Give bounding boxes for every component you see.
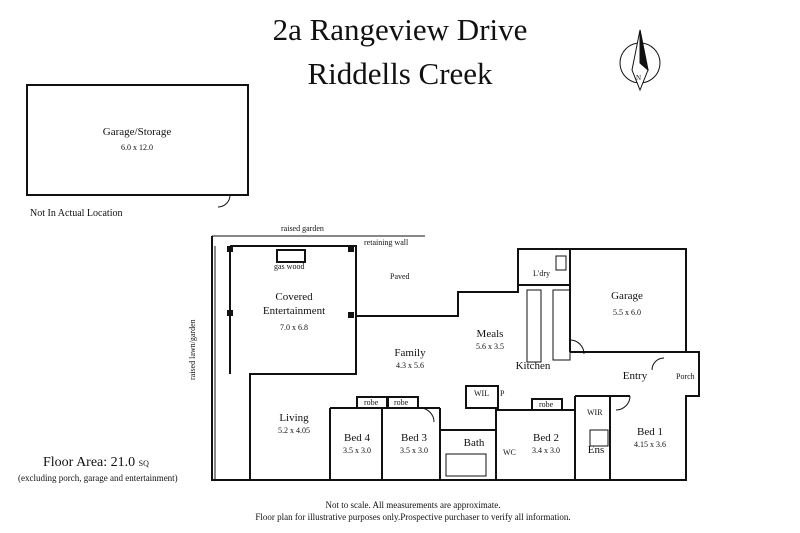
pantry-label: P	[500, 389, 505, 398]
wil-label: WIL	[474, 389, 490, 398]
wc-label: WC	[503, 448, 516, 457]
paved-label: Paved	[390, 272, 410, 281]
meals-label: Meals 5.6 x 3.5	[476, 328, 504, 351]
detached-garage-name: Garage/Storage	[102, 126, 172, 138]
disclaimer-line1: Not to scale. All measurements are appro…	[325, 500, 501, 510]
floor-area: Floor Area: 21.0 SQ	[43, 455, 149, 470]
bed2-label: Bed 2 3.4 x 3.0	[532, 432, 560, 455]
robe-bed3-label: robe	[394, 398, 409, 407]
detached-garage-label: Garage/Storage 6.0 x 12.0	[103, 126, 171, 153]
covered-entertainment-label: Covered Entertainment 7.0 x 6.8	[262, 291, 326, 332]
raised-garden-label: raised garden	[281, 224, 324, 233]
bed4-label: Bed 4 3.5 x 3.0	[343, 432, 371, 455]
garage-label: Garage 5.5 x 6.0	[611, 290, 643, 317]
robe-bed4-label: robe	[364, 398, 379, 407]
ensuite-label: Ens	[587, 444, 605, 456]
detached-garage-dim: 6.0 x 12.0	[120, 142, 153, 152]
bed1-label: Bed 1 4.15 x 3.6	[634, 426, 666, 449]
title-address: 2a Rangeview Drive	[272, 12, 528, 47]
raised-lawn-label: raised lawn/garden	[188, 319, 197, 380]
kitchen-label: Kitchen	[515, 360, 551, 372]
laundry-label: L'dry	[533, 269, 550, 278]
retaining-wall-label: retaining wall	[364, 238, 409, 247]
entry-label: Entry	[622, 370, 648, 382]
wir-label: WIR	[587, 408, 603, 417]
bath-label: Bath	[463, 437, 485, 449]
porch-label: Porch	[676, 372, 695, 381]
compass-north-icon	[619, 29, 661, 92]
outer-wall	[211, 236, 700, 481]
covered-entertainment-wall	[230, 245, 357, 316]
not-actual-location-note: Not In Actual Location	[30, 208, 123, 219]
living-label: Living 5.2 x 4.05	[278, 412, 310, 435]
detached-garage-outline	[26, 84, 249, 196]
floor-area-note: (excluding porch, garage and entertainme…	[18, 473, 178, 483]
robe-bed2-label: robe	[539, 400, 554, 409]
bed3-label: Bed 3 3.5 x 3.0	[400, 432, 428, 455]
family-label: Family 4.3 x 5.6	[394, 347, 426, 370]
title-suburb: Riddells Creek	[307, 56, 493, 91]
gas-wood-label: gas wood	[274, 262, 305, 271]
compass-letter: N	[636, 74, 642, 82]
disclaimer-line2: Floor plan for illustrative purposes onl…	[255, 512, 571, 522]
